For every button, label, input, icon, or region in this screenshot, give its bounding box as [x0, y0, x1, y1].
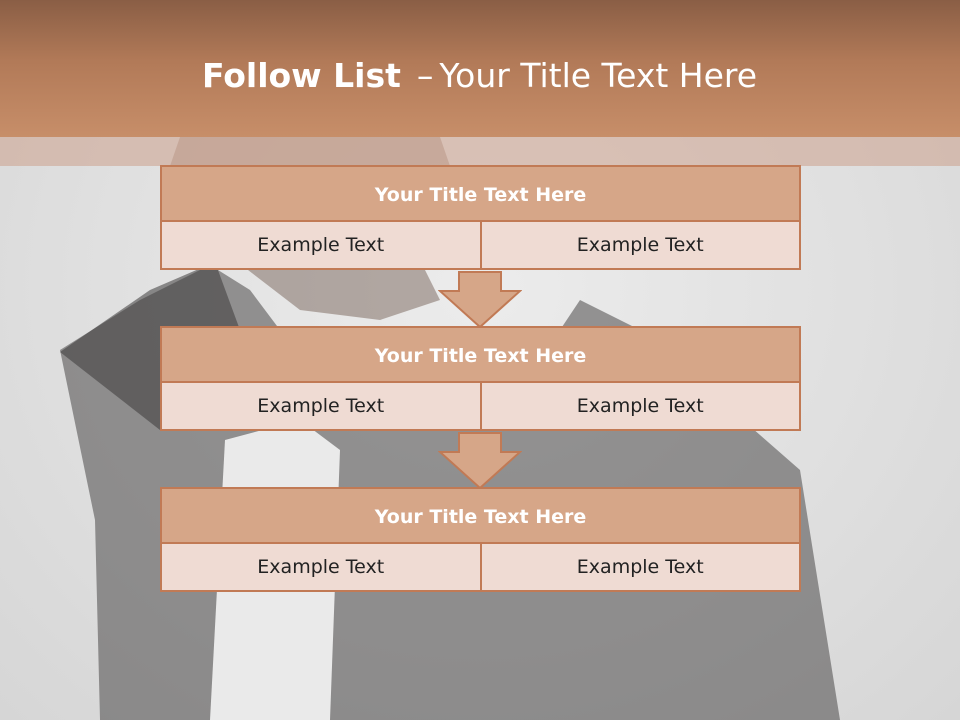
slide-title: Follow List–Your Title Text Here: [202, 54, 757, 98]
block-row: Example Text Example Text: [160, 220, 801, 270]
follow-block-2: Your Title Text Here Example Text Exampl…: [160, 326, 801, 431]
block-cell-left: Example Text: [160, 381, 482, 431]
block-cell-left: Example Text: [160, 542, 482, 592]
slide-title-bold: Follow List: [202, 56, 401, 95]
down-arrow-icon: [438, 271, 522, 329]
block-cell-left: Example Text: [160, 220, 482, 270]
block-title: Your Title Text Here: [160, 326, 801, 383]
block-cell-right: Example Text: [479, 381, 801, 431]
slide-title-dash: –: [416, 56, 434, 95]
block-title: Your Title Text Here: [160, 487, 801, 544]
header-sub-band: [0, 137, 960, 166]
block-title: Your Title Text Here: [160, 165, 801, 222]
block-row: Example Text Example Text: [160, 542, 801, 592]
follow-block-3: Your Title Text Here Example Text Exampl…: [160, 487, 801, 592]
block-row: Example Text Example Text: [160, 381, 801, 431]
block-cell-right: Example Text: [479, 542, 801, 592]
header-band: [0, 0, 960, 137]
follow-block-1: Your Title Text Here Example Text Exampl…: [160, 165, 801, 270]
slide-title-rest: Your Title Text Here: [439, 56, 758, 95]
down-arrow-icon: [438, 432, 522, 490]
block-cell-right: Example Text: [479, 220, 801, 270]
